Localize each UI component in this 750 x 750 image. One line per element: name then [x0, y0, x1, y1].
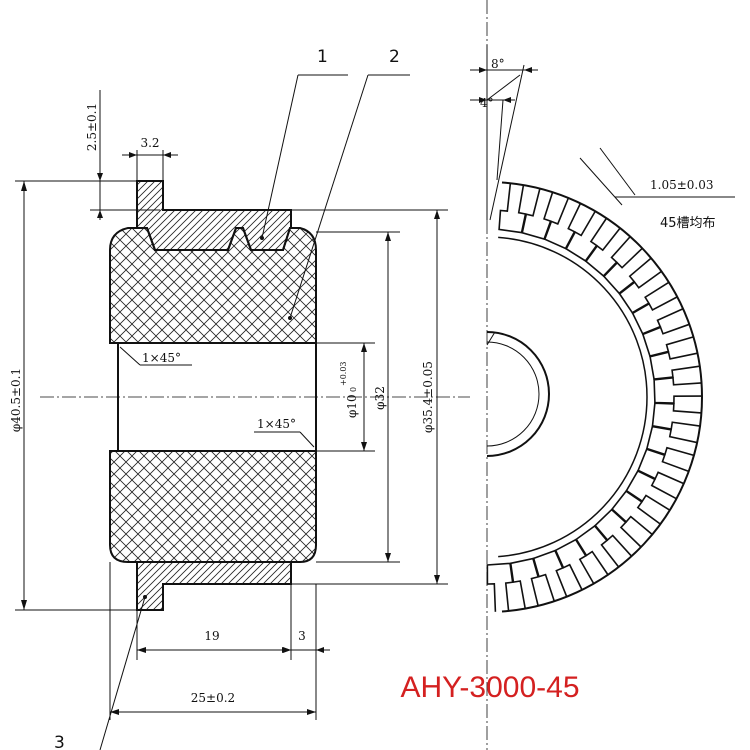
- wheel-slot: [594, 508, 642, 557]
- dim-length-total: 25±0.2: [191, 691, 235, 705]
- part-label-2: 2: [389, 47, 400, 67]
- dim-step-height-text: 2.5±0.1: [85, 103, 99, 151]
- dim-lengths: 19 3 25±0.2: [109, 562, 330, 720]
- side-view: 8° 4° 1.05±0.03 45槽均布: [470, 0, 735, 750]
- lower-flange-section: [136, 561, 292, 611]
- dim-teeth: φ35.4±0.05: [291, 209, 448, 585]
- slot-note-text: 45槽均布: [660, 216, 716, 231]
- wheel-slot: [486, 562, 514, 612]
- dim-hub-text: φ32: [373, 386, 387, 410]
- section-view: [40, 180, 470, 611]
- wheel-slot: [565, 210, 608, 262]
- dim-bore: φ10 +0.03 0: [316, 342, 375, 452]
- wheel-slot: [611, 490, 661, 536]
- wheel-slot: [651, 402, 702, 430]
- hub-arc: [486, 331, 550, 457]
- dim-teeth-text: φ35.4±0.05: [421, 361, 435, 433]
- wheel-slot: [521, 188, 554, 240]
- wheel-slot: [532, 549, 568, 602]
- dim-hub: φ32: [316, 231, 400, 563]
- wheel-slot: [649, 351, 700, 380]
- dim-bore-text: φ10: [345, 394, 359, 418]
- wheel-slot: [554, 538, 595, 591]
- metal-ring-section: [136, 180, 300, 251]
- dim-step-width: 3.2: [122, 136, 178, 181]
- slot-ring: [486, 181, 703, 613]
- model-code: AHY-3000-45: [400, 671, 579, 704]
- wheel-inner-arc: [498, 236, 648, 558]
- chamfer-bottom-text: 1×45°: [257, 417, 296, 431]
- wheel-slot: [602, 247, 652, 295]
- dim-length-3: 3: [298, 629, 306, 643]
- body-lower-section: [109, 450, 317, 563]
- dim-length-19: 19: [204, 629, 219, 643]
- slot-width-text: 1.05±0.03: [650, 178, 714, 192]
- dim-bore-tol-lower: 0: [349, 387, 358, 392]
- wheel-slot: [641, 323, 694, 357]
- wheel-slot: [631, 296, 684, 335]
- wheel-slot: [618, 270, 670, 314]
- wheel-slot: [637, 448, 690, 485]
- dim-step-height: 2.5±0.1: [85, 90, 160, 220]
- part-label-1: 1: [317, 47, 328, 67]
- wheel-slot: [625, 469, 677, 511]
- dim-bore-tol-upper: +0.03: [339, 361, 348, 386]
- angle-8-text: 8°: [491, 57, 505, 71]
- wheel-slot: [575, 524, 620, 576]
- angle-4-text: 4°: [480, 96, 494, 110]
- dim-outer-diameter: φ40.5±0.1: [9, 180, 137, 611]
- wheel-slot: [543, 197, 582, 250]
- wheel-slot: [498, 183, 527, 234]
- chamfer-top-text: 1×45°: [142, 351, 181, 365]
- wheel-slot: [653, 376, 703, 404]
- wheel-outer-arc: [501, 181, 703, 613]
- wheel-slot: [584, 227, 631, 277]
- wheel-slot: [645, 425, 698, 457]
- dim-outer-diameter-text: φ40.5±0.1: [9, 368, 23, 432]
- chamfer-callouts: 1×45° 1×45°: [119, 346, 315, 448]
- hub-inner-arc: [486, 341, 540, 447]
- part-label-3: 3: [54, 733, 65, 750]
- dim-step-width-text: 3.2: [140, 136, 159, 150]
- wheel-slot: [509, 557, 540, 609]
